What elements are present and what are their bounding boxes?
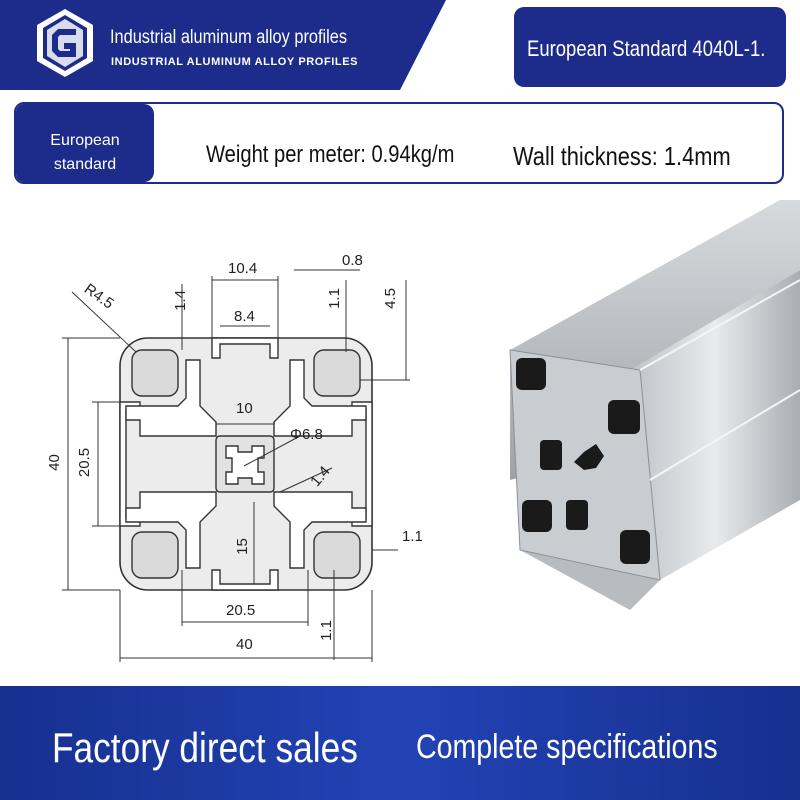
profile-photo xyxy=(500,200,800,620)
dim-slot-opening: 8.4 xyxy=(234,308,255,325)
brand-banner-background xyxy=(0,0,446,90)
profile-drawing: R4.5 10.4 0.8 1.4 1.1 4.5 8.4 10 Φ6.8 40… xyxy=(40,240,460,670)
dim-bottom-inner: 20.5 xyxy=(226,602,256,619)
dim-height-total: 40 xyxy=(45,454,63,471)
model-label-badge: European Standard 4040L-1. xyxy=(514,7,786,87)
brand-title: Industrial aluminum alloy profiles xyxy=(110,27,348,48)
footer-left-text: Factory direct sales xyxy=(52,724,358,771)
dim-top-slot: 0.8 xyxy=(342,252,363,269)
footer-right-text: Complete specifications xyxy=(416,728,718,766)
dim-inner-depth: 15 xyxy=(233,538,251,555)
dim-center-width: 10 xyxy=(236,400,253,417)
dim-top-lip-2: 1.1 xyxy=(325,288,343,309)
dim-bottom-lip: 1.1 xyxy=(317,620,335,641)
profile-3d-illustration xyxy=(509,200,800,610)
spec-weight: Weight per meter: 0.94kg/m xyxy=(206,141,455,168)
dim-top-width: 10.4 xyxy=(228,260,258,277)
spec-wall-thickness: Wall thickness: 1.4mm xyxy=(513,141,731,171)
spec-tag-line2: standard xyxy=(53,156,117,173)
dim-top-depth: 4.5 xyxy=(381,288,399,309)
brand-subtitle: INDUSTRIAL ALUMINUM ALLOY PROFILES xyxy=(111,56,359,68)
brand-logo xyxy=(34,7,96,79)
brand-banner: Industrial aluminum alloy profiles INDUS… xyxy=(0,0,800,94)
spec-tag: European standard xyxy=(16,104,154,182)
dim-right-lip: 1.1 xyxy=(402,528,423,545)
model-label: European Standard 4040L-1. xyxy=(527,36,766,61)
spec-tag-line1: European xyxy=(50,132,120,149)
dim-bore: Φ6.8 xyxy=(290,426,323,443)
dim-height-inner: 20.5 xyxy=(76,447,94,478)
profile-cross-section xyxy=(62,269,410,662)
spec-bar: European standard Weight per meter: 0.94… xyxy=(14,102,784,184)
dim-bottom-total: 40 xyxy=(236,636,253,653)
dim-top-lip: 1.4 xyxy=(171,290,189,311)
footer-banner: Factory direct sales Complete specificat… xyxy=(0,686,800,800)
